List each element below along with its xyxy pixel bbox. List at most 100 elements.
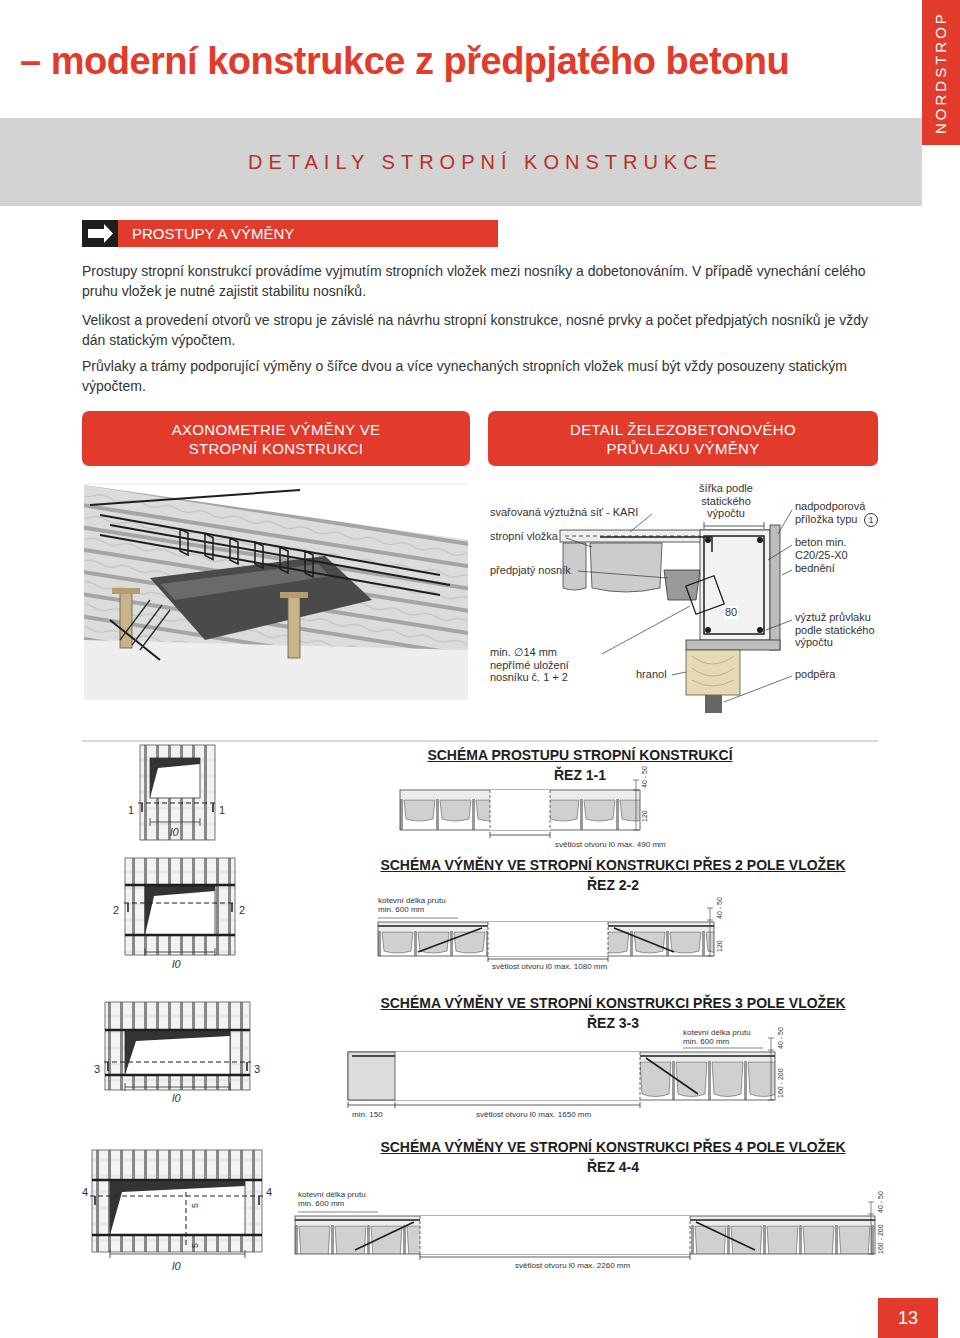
label-slot: svařovaná výztužná síť - KARI — [490, 506, 638, 519]
page-title: – moderní konstrukce z předpjatého beton… — [20, 40, 789, 83]
label-slot: ŘEZ 3-3 — [348, 1014, 878, 1034]
arrow-icon-part — [82, 220, 118, 247]
section-mark: 3 — [254, 1063, 260, 1076]
plan-schema-part — [125, 1030, 230, 1075]
separator-line-part — [82, 741, 878, 742]
label-slot: hranol — [636, 668, 667, 681]
girder-detail-drawing-part — [692, 656, 734, 686]
axonometric-illustration-part — [120, 592, 132, 648]
caption-box: DETAIL ŽELEZOBETONOVÉHO PRŮVLAKU VÝMĚNY — [488, 411, 878, 466]
dimension: 120 — [716, 940, 724, 952]
plan-schema-part — [125, 1083, 230, 1091]
plan-schema — [124, 858, 236, 956]
header-rule — [20, 104, 900, 105]
label-slot: 5 — [190, 1243, 200, 1248]
section-schema-part — [490, 790, 550, 830]
label-slot: beton min. C20/25-X0 — [795, 536, 875, 561]
box-text: 13 — [898, 1308, 918, 1329]
section-schema-part — [488, 922, 608, 956]
plan-schema-part — [125, 858, 235, 955]
section-name: ŘEZ 3-3 — [348, 1014, 878, 1034]
label-slot: světlost otvoru l0 max. 1080 mm — [492, 962, 607, 971]
label-slot: 4 — [82, 1186, 88, 1199]
plan-schema-part — [145, 885, 215, 935]
paragraph: Prostupy stropní konstrukcí provádíme vy… — [82, 262, 882, 301]
girder-detail-drawing-part — [590, 543, 662, 592]
girder-detail-drawing-part — [704, 536, 764, 634]
section-schema-part — [683, 1048, 763, 1049]
dimension: 40 - 50 — [877, 1191, 885, 1213]
label-slot: světlost otvoru l0 max. 1650 mm — [476, 1110, 591, 1119]
label-slot: min. 150 — [352, 1110, 383, 1119]
plan-schema-part — [105, 1030, 250, 1075]
label-slot: 160 - 200 — [877, 1224, 885, 1254]
separator-line — [82, 741, 878, 742]
dimension: l0 — [172, 1260, 181, 1273]
section-mark: 1 — [128, 804, 134, 817]
dimension: 80 — [724, 606, 738, 619]
section-name: ŘEZ 1-1 — [400, 766, 760, 786]
label-slot: l0 — [170, 826, 179, 839]
section-schema — [400, 780, 640, 838]
section-schema-part — [420, 1254, 690, 1260]
dimension: 120 — [641, 810, 649, 822]
girder-detail-drawing-part — [700, 530, 770, 640]
girder-detail-drawing-part — [686, 650, 740, 695]
caption-box: AXONOMETRIE VÝMĚNY VE STROPNÍ KONSTRUKCI — [82, 411, 470, 466]
callout-label: svařovaná výztužná síť - KARI — [490, 506, 638, 519]
section-mark: 5 — [190, 1203, 200, 1208]
label-slot: 120 — [641, 810, 649, 822]
plan-schema-part — [90, 1196, 264, 1197]
axonometric-illustration-part — [280, 592, 308, 598]
label-slot: SCHÉMA VÝMĚNY VE STROPNÍ KONSTRUKCI PŘES… — [348, 994, 878, 1014]
section-schema-part — [352, 1056, 775, 1094]
plan-schema-part — [150, 758, 200, 798]
section-schema — [348, 1038, 775, 1108]
section-schema-part — [420, 1216, 690, 1254]
label-slot: bednění — [795, 562, 835, 575]
section-schema-part — [378, 922, 714, 956]
girder-detail-drawing-part — [664, 570, 700, 600]
label-slot: SCHÉMA VÝMĚNY VE STROPNÍ KONSTRUKCI PŘES… — [348, 856, 878, 876]
callout-label: podpěra — [795, 668, 835, 681]
section-schema-part — [298, 1212, 378, 1213]
box-text: PROSTUPY A VÝMĚNY — [132, 225, 294, 242]
plan-schema-part — [92, 1180, 262, 1235]
axonometric-illustration-part — [150, 556, 372, 640]
label-slot: kotevní délka prutu min. 600 mm — [298, 1190, 380, 1208]
section-name: ŘEZ 4-4 — [348, 1158, 878, 1178]
section-schema-part — [633, 780, 639, 830]
dimension: l0 — [172, 958, 181, 971]
section-schema-part — [378, 926, 714, 952]
label-slot: 160 - 200 — [777, 1068, 785, 1098]
callout-label: předpjatý nosník — [490, 564, 571, 577]
dimension: světlost otvoru l0 max. 1650 mm — [476, 1110, 591, 1119]
girder-detail-drawing-part — [566, 510, 792, 702]
plan-schema-part — [150, 818, 200, 826]
girder-detail-drawing-part — [757, 537, 763, 543]
section-schema-part — [395, 1052, 640, 1100]
label-slot: 2 — [239, 904, 245, 917]
axonometric-illustration-part — [180, 529, 313, 577]
section-mark: 4 — [266, 1186, 272, 1199]
girder-detail-drawing-part — [704, 522, 764, 529]
section-mark: 2 — [113, 904, 119, 917]
label-slot: 40 - 50 — [716, 897, 724, 919]
schema-heading: SCHÉMA VÝMĚNY VE STROPNÍ KONSTRUKCI PŘES… — [348, 994, 878, 1014]
note: kotevní délka prutu min. 600 mm — [378, 896, 460, 914]
paragraph: Velikost a provedení otvorů ve stropu je… — [82, 311, 882, 350]
plan-schema-part — [138, 803, 217, 804]
girder-detail-drawing-part — [705, 627, 711, 633]
plan-schema-part — [110, 1180, 245, 1235]
plan-schema — [138, 745, 217, 840]
label-slot: 1 — [864, 513, 878, 527]
label-slot: 1 — [219, 804, 225, 817]
dimension: min. 150 — [352, 1110, 383, 1119]
callout-label: stropní vložka — [490, 530, 558, 543]
section-mark: 2 — [239, 904, 245, 917]
callout-label: hranol — [636, 668, 667, 681]
section-schema-part — [768, 1038, 774, 1100]
section-schema-part — [348, 1052, 775, 1100]
girder-detail-drawing-part — [705, 695, 722, 713]
axonometric-illustration-part — [90, 490, 450, 660]
